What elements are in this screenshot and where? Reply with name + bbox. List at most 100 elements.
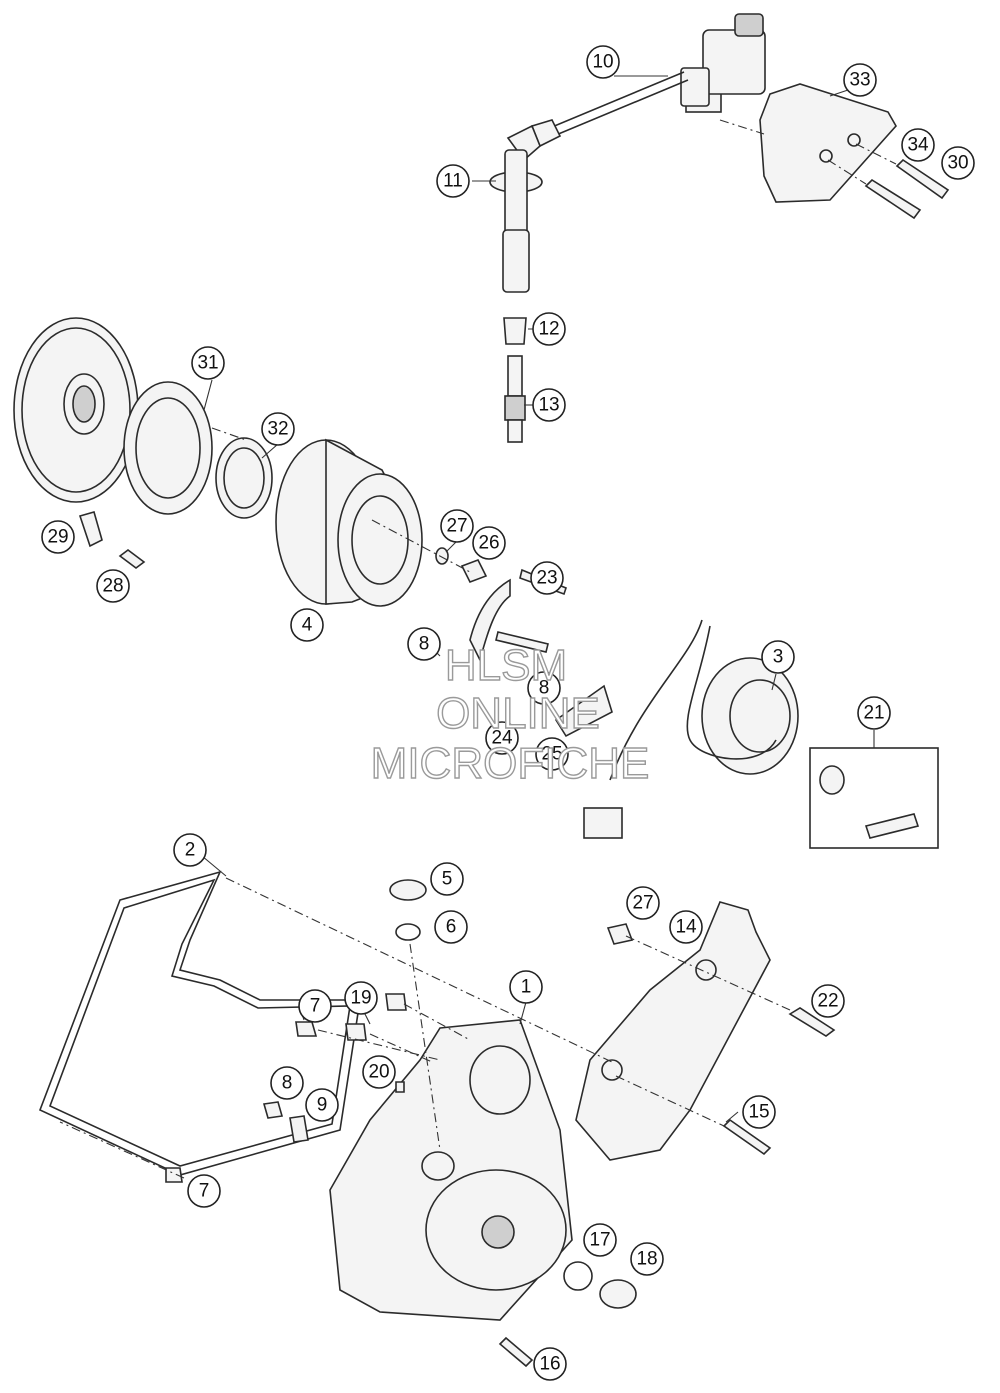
svg-text:33: 33 xyxy=(849,70,870,91)
watermark-line-1: HLSM xyxy=(445,641,567,690)
svg-text:25: 25 xyxy=(541,744,562,765)
svg-text:29: 29 xyxy=(47,527,68,548)
fasteners xyxy=(165,923,836,1368)
callout-7-a: 7 xyxy=(298,989,332,1023)
svg-text:1: 1 xyxy=(521,977,532,998)
svg-text:27: 27 xyxy=(446,516,467,537)
callout-18: 18 xyxy=(630,1242,664,1276)
callout-29: 29 xyxy=(41,520,75,554)
starter-gear xyxy=(13,317,139,503)
svg-text:6: 6 xyxy=(446,917,457,938)
cover-plug-and-seal xyxy=(563,1261,637,1309)
svg-text:24: 24 xyxy=(491,728,513,749)
svg-text:4: 4 xyxy=(302,615,313,636)
callout-27-b: 27 xyxy=(626,886,660,920)
callout-14: 14 xyxy=(669,910,703,944)
callout-12: 12 xyxy=(532,312,566,346)
callout-8-a: 8 xyxy=(407,627,441,661)
svg-text:8: 8 xyxy=(419,634,430,655)
ignition-cover xyxy=(329,1019,573,1321)
svg-text:31: 31 xyxy=(197,353,218,374)
spark-plug xyxy=(504,355,526,443)
callout-32: 32 xyxy=(261,412,295,446)
svg-text:7: 7 xyxy=(310,996,321,1017)
coil-bracket xyxy=(759,83,897,203)
inset-box xyxy=(809,730,939,849)
callout-25: 25 xyxy=(535,737,569,771)
svg-text:3: 3 xyxy=(773,647,784,668)
svg-text:28: 28 xyxy=(102,576,123,597)
callout-22: 22 xyxy=(811,984,845,1018)
callout-24: 24 xyxy=(485,721,519,755)
svg-text:19: 19 xyxy=(350,988,371,1009)
svg-text:26: 26 xyxy=(478,533,499,554)
svg-text:32: 32 xyxy=(267,419,288,440)
callout-9: 9 xyxy=(305,1088,339,1122)
bracket-screws xyxy=(719,119,950,220)
svg-text:34: 34 xyxy=(907,135,929,156)
callout-23: 23 xyxy=(530,561,564,595)
flywheel-nut-washer xyxy=(435,547,488,584)
callout-28: 28 xyxy=(96,569,130,603)
svg-text:8: 8 xyxy=(282,1073,293,1094)
callout-7-b: 7 xyxy=(187,1174,221,1208)
svg-text:9: 9 xyxy=(317,1095,328,1116)
svg-text:18: 18 xyxy=(636,1249,657,1270)
callout-21: 21 xyxy=(857,696,891,730)
callout-8-b: 8 xyxy=(527,671,561,705)
callout-31: 31 xyxy=(191,346,225,380)
svg-text:30: 30 xyxy=(947,153,968,174)
svg-text:16: 16 xyxy=(539,1354,560,1375)
callout-34: 34 xyxy=(901,128,935,162)
callout-15: 15 xyxy=(742,1095,776,1129)
svg-text:11: 11 xyxy=(443,171,463,192)
svg-text:14: 14 xyxy=(675,917,697,938)
callout-19: 19 xyxy=(344,981,378,1015)
stator xyxy=(583,619,799,839)
svg-text:27: 27 xyxy=(632,893,653,914)
watermark-line-3: MICROFICHE xyxy=(371,739,650,788)
svg-text:13: 13 xyxy=(538,395,559,416)
callout-20: 20 xyxy=(362,1055,396,1089)
svg-text:2: 2 xyxy=(185,840,196,861)
watermark-line-2: ONLINE xyxy=(436,689,600,738)
svg-text:10: 10 xyxy=(592,52,613,73)
callout-2: 2 xyxy=(173,833,207,867)
callout-5: 5 xyxy=(430,862,464,896)
svg-text:20: 20 xyxy=(368,1062,389,1083)
callout-list: 10 33 34 30 11 12 13 31 32 27 26 29 28 2… xyxy=(41,45,975,1381)
svg-text:5: 5 xyxy=(442,869,453,890)
callout-1: 1 xyxy=(509,970,543,1004)
freewheel-ring xyxy=(215,437,273,519)
sprocket-cover xyxy=(575,901,771,1161)
watermark: HLSM ONLINE MICROFICHE xyxy=(370,640,650,788)
inspection-plug xyxy=(389,879,427,901)
callout-13: 13 xyxy=(532,388,566,422)
callout-30: 30 xyxy=(941,146,975,180)
flywheel-rotor xyxy=(275,438,423,607)
svg-text:17: 17 xyxy=(589,1230,610,1251)
callout-16: 16 xyxy=(533,1347,567,1381)
callout-33: 33 xyxy=(843,63,877,97)
spark-plug-cap xyxy=(489,119,562,293)
callout-6: 6 xyxy=(434,910,468,944)
svg-text:7: 7 xyxy=(199,1181,210,1202)
callout-8-c: 8 xyxy=(270,1066,304,1100)
callout-17: 17 xyxy=(583,1223,617,1257)
svg-text:8: 8 xyxy=(539,678,550,699)
callout-27: 27 xyxy=(440,509,474,543)
svg-text:22: 22 xyxy=(817,991,838,1012)
callout-10: 10 xyxy=(586,45,620,79)
freewheel-plate xyxy=(123,381,213,515)
callout-26: 26 xyxy=(472,526,506,560)
spark-plug-seal xyxy=(503,317,527,345)
o-ring xyxy=(395,923,421,941)
bracket-and-screw-29-28 xyxy=(78,511,146,569)
assembly-lines xyxy=(59,427,791,1179)
svg-text:15: 15 xyxy=(748,1102,769,1123)
svg-text:21: 21 xyxy=(863,703,884,724)
callout-3: 3 xyxy=(761,640,795,674)
ignition-coil xyxy=(539,13,766,141)
svg-text:23: 23 xyxy=(536,568,557,589)
